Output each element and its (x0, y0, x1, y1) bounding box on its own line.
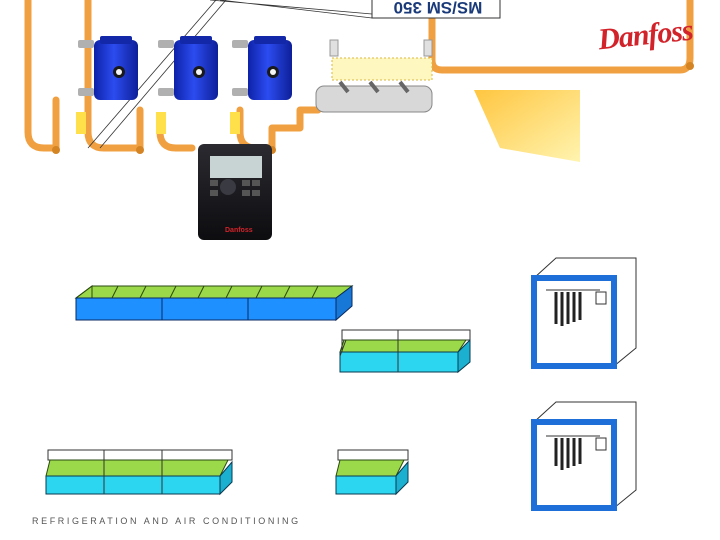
display-cabinet-bottom-right (335, 449, 409, 496)
callout-label: MS/SM 350 (393, 0, 483, 17)
controller-unit (198, 144, 272, 240)
display-cabinet-mid-right (339, 329, 471, 374)
footer-caption: REFRIGERATION AND AIR CONDITIONING (32, 516, 301, 526)
electrical-panel-lower (531, 401, 637, 511)
compressor-unit-1 (76, 36, 138, 134)
controller-display (212, 157, 260, 177)
promo-panel (474, 90, 580, 162)
display-cabinet-long (74, 285, 354, 322)
controller-logo: Danfoss (225, 227, 253, 234)
condenser-assembly (315, 39, 433, 113)
display-cabinet-bottom-left (45, 449, 233, 496)
callout-box (209, 0, 501, 19)
compressor-unit-2 (156, 36, 218, 134)
pointer-lines (87, 0, 227, 149)
electrical-panel-upper (531, 257, 637, 369)
compressor-unit-3 (230, 36, 292, 134)
